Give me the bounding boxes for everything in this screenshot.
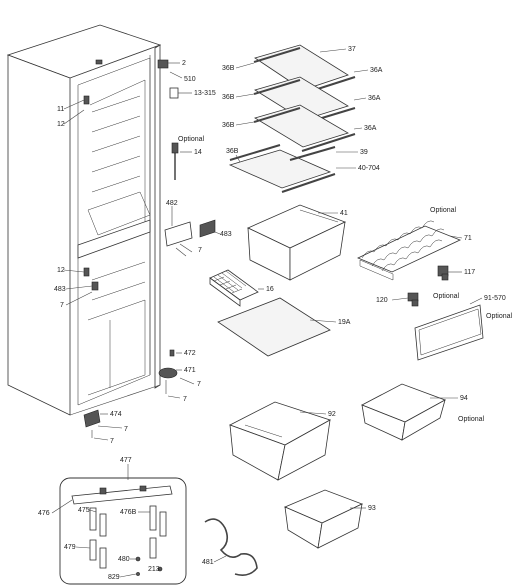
label-483: 483 [220, 231, 232, 238]
label-39: 39 [360, 149, 368, 156]
label-36a-1: 36A [370, 67, 383, 74]
label-93: 93 [368, 505, 376, 512]
cabinet-labels: 2 510 13-315 11 12 12 483 7 [54, 60, 216, 309]
label-7-foot: 7 [197, 381, 201, 388]
label-92: 92 [328, 411, 336, 418]
label-482: 482 [166, 200, 178, 207]
label-optional-94: Optional [458, 416, 485, 423]
shelf-labels: 36B 37 36A 36B 36A 36B 36A 36B 39 40-704 [222, 46, 383, 172]
part-16-ice-tray: 16 [209, 269, 274, 307]
part-14-thermostat-knob: Optional 14 [171, 136, 205, 180]
label-2: 2 [182, 60, 186, 67]
part-120-hinge: 120 Optional [376, 292, 460, 307]
label-37: 37 [348, 46, 356, 53]
label-36b-2: 36B [222, 94, 235, 101]
label-36a-3: 36A [364, 125, 377, 132]
label-40-704: 40-704 [358, 165, 380, 172]
part-481-door-gasket: 481 [202, 518, 258, 576]
part-474-bracket: 474 7 7 [83, 409, 128, 445]
label-41: 41 [340, 210, 348, 217]
label-479: 479 [64, 544, 76, 551]
label-475: 475 [78, 507, 90, 514]
label-optional-14: Optional [178, 136, 205, 143]
part-71-bottle-rack: Optional 71 [357, 207, 472, 281]
label-120: 120 [376, 297, 388, 304]
label-94: 94 [460, 395, 468, 402]
label-12-top: 12 [57, 121, 65, 128]
label-71: 71 [464, 235, 472, 242]
label-476: 476 [38, 510, 50, 517]
label-optional-120: Optional [433, 293, 460, 300]
label-12-bottom: 12 [57, 267, 65, 274]
part-92-freezer-drawer: 92 [228, 401, 336, 481]
fridge-cabinet [6, 24, 179, 416]
label-13-315: 13-315 [194, 90, 216, 97]
label-91-570: 91-570 [484, 295, 506, 302]
label-481: 481 [202, 559, 214, 566]
label-477: 477 [120, 457, 132, 464]
label-7-left: 7 [60, 302, 64, 309]
part-93-small-drawer: 93 [283, 489, 376, 549]
part-41-crisper-drawer: 41 [247, 204, 348, 281]
label-7-474-2: 7 [110, 438, 114, 445]
label-11: 11 [57, 106, 64, 113]
label-7-474: 7 [124, 426, 128, 433]
part-471-472-foot: 472 471 7 7 [158, 349, 201, 403]
glass-shelves [228, 44, 356, 193]
label-480: 480 [118, 556, 130, 563]
part-94-basket: 94 Optional [361, 383, 485, 441]
label-optional-71: Optional [430, 207, 457, 214]
label-optional-91: Optional [486, 313, 513, 320]
part-91-570-flap: 91-570 Optional [414, 295, 513, 361]
label-36b-4: 36B [226, 148, 239, 155]
label-7-hinge: 7 [198, 247, 202, 254]
part-19a-glass-shelf: 19A [217, 297, 351, 357]
part-117-clip: 117 [437, 265, 475, 281]
label-510: 510 [184, 76, 196, 83]
label-117: 117 [464, 269, 475, 276]
label-19a: 19A [338, 319, 351, 326]
label-474: 474 [110, 411, 122, 418]
label-476b: 476B [120, 509, 137, 516]
label-483-left: 483 [54, 286, 66, 293]
label-16: 16 [266, 286, 274, 293]
label-7-foot-2: 7 [183, 396, 187, 403]
part-482-483-hinge: 482 483 7 [164, 200, 232, 257]
label-471: 471 [184, 367, 196, 374]
label-472: 472 [184, 350, 196, 357]
label-36a-2: 36A [368, 95, 381, 102]
label-213: 213 [148, 566, 160, 573]
door-reversal-kit-477: 477 476 475 476B 479 480 213 829 [38, 457, 187, 585]
label-829: 829 [108, 574, 120, 581]
label-36b-1: 36B [222, 65, 235, 72]
label-36b-3: 36B [222, 122, 235, 129]
label-14: 14 [194, 149, 202, 156]
